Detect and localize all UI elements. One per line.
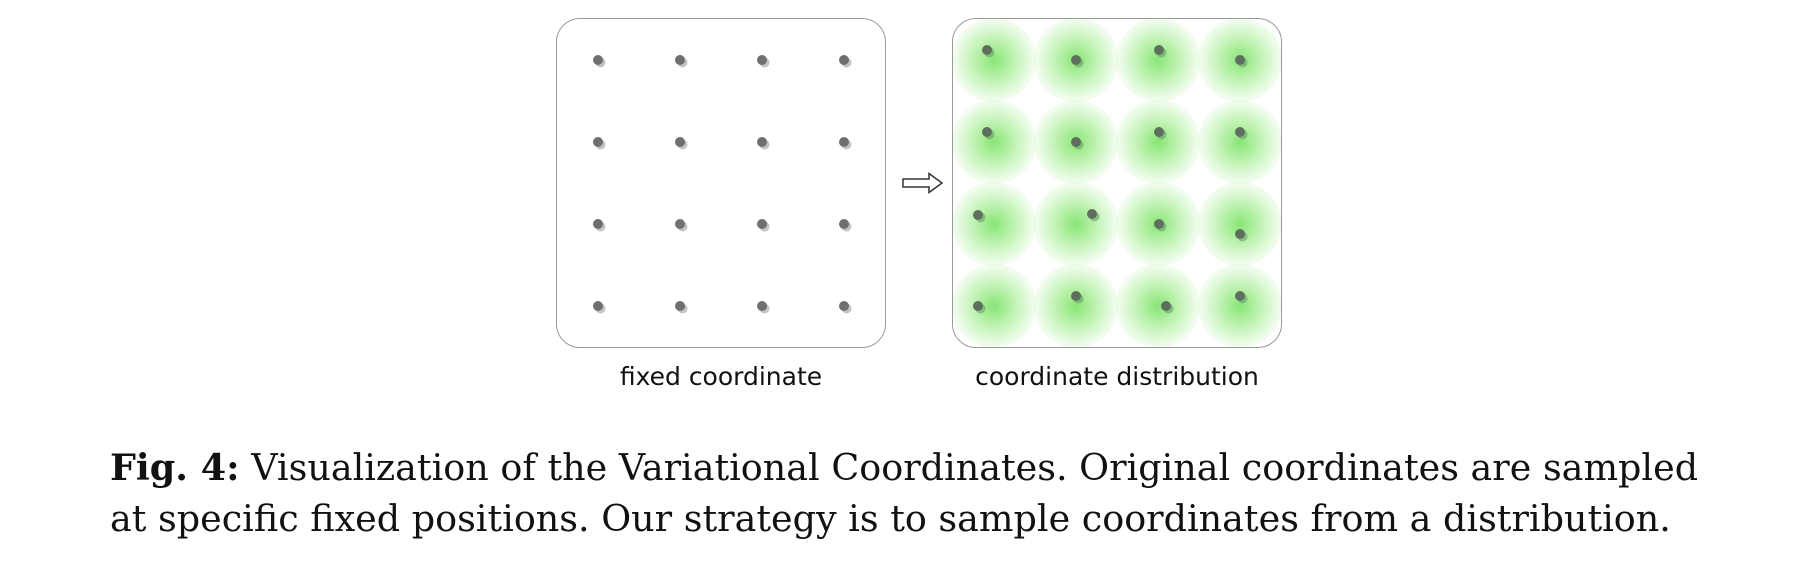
coordinate-distribution-label: coordinate distribution xyxy=(975,362,1259,391)
sampled-point xyxy=(973,301,983,311)
distribution-region xyxy=(953,264,1036,347)
fixed-point xyxy=(593,55,603,65)
caption-line-1: Fig. 4: Visualization of the Variational… xyxy=(110,442,1730,493)
fixed-point xyxy=(757,137,767,147)
fixed-point xyxy=(757,219,767,229)
sampled-point xyxy=(1154,219,1164,229)
sampled-point xyxy=(1071,137,1081,147)
sampled-point xyxy=(973,210,983,220)
distribution-region xyxy=(953,19,1036,102)
fixed-point xyxy=(593,219,603,229)
fixed-point xyxy=(839,137,849,147)
sampled-point xyxy=(1235,127,1245,137)
distribution-region xyxy=(953,182,1036,266)
sampled-point xyxy=(1071,291,1081,301)
sampled-point xyxy=(1235,291,1245,301)
fixed-point xyxy=(839,219,849,229)
distribution-region xyxy=(953,100,1036,184)
fixed-point xyxy=(757,301,767,311)
fixed-point xyxy=(675,219,685,229)
distribution-region xyxy=(1198,100,1281,184)
distribution-region xyxy=(1034,264,1118,347)
sampled-point xyxy=(1071,55,1081,65)
fixed-point xyxy=(593,137,603,147)
sampled-point xyxy=(1154,45,1164,55)
caption-line-2: at specific fixed positions. Our strateg… xyxy=(110,497,1671,540)
caption-figure-label: Fig. 4: xyxy=(110,446,240,489)
caption-text-1: Visualization of the Variational Coordin… xyxy=(239,446,1699,489)
distribution-region xyxy=(1116,264,1200,347)
fixed-point xyxy=(839,55,849,65)
distribution-region xyxy=(1116,19,1200,102)
fixed-point xyxy=(839,301,849,311)
fixed-point xyxy=(675,55,685,65)
distribution-region xyxy=(1116,100,1200,184)
sampled-point xyxy=(1154,127,1164,137)
sampled-point xyxy=(1235,55,1245,65)
coordinate-distribution-panel xyxy=(952,18,1282,348)
sampled-point xyxy=(1235,229,1245,239)
double-right-arrow-icon xyxy=(902,172,944,194)
fixed-coordinate-panel xyxy=(556,18,886,348)
sampled-point xyxy=(1161,301,1171,311)
fixed-point xyxy=(593,301,603,311)
sampled-point xyxy=(982,127,992,137)
fixed-point xyxy=(757,55,767,65)
sampled-point xyxy=(1087,209,1097,219)
distribution-region xyxy=(1034,182,1118,266)
sampled-point xyxy=(982,45,992,55)
fixed-point xyxy=(675,301,685,311)
fixed-point xyxy=(675,137,685,147)
distribution-region xyxy=(1198,264,1281,347)
figure-caption: Fig. 4: Visualization of the Variational… xyxy=(110,442,1730,544)
distribution-region xyxy=(1198,182,1281,266)
fixed-coordinate-label: fixed coordinate xyxy=(619,362,823,391)
